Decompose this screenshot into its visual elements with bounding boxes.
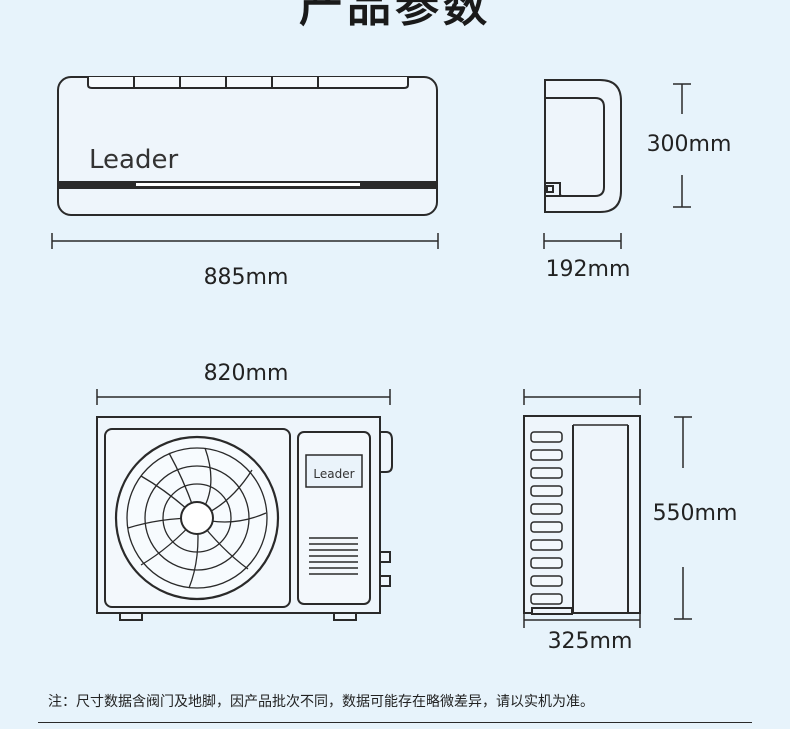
outdoor-depth-dimension [523,389,641,405]
page-title: 产品参数 [299,0,491,32]
footnote: 注：尺寸数据含阀门及地脚，因产品批次不同，数据可能存在略微差异，请以实机为准。 [48,694,594,710]
outdoor-width-label: 820mm [204,361,289,386]
outdoor-height-label: 550mm [653,501,738,526]
indoor-height-label: 300mm [647,132,732,157]
outdoor-height-dimension [674,416,692,620]
indoor-height-dimension [673,83,691,208]
indoor-unit-side [544,79,622,213]
side-louvers [530,431,563,605]
vent-grille [309,537,358,575]
indoor-unit-front [57,76,438,216]
outdoor-brand-logo: Leader [313,467,354,481]
indoor-depth-label: 192mm [546,257,631,282]
outdoor-depth-label: 325mm [548,629,633,654]
outdoor-depth-bottom-dimension [523,612,641,628]
fan-icon [114,435,280,601]
indoor-width-label: 885mm [204,265,289,290]
outdoor-width-dimension [96,389,391,405]
indoor-brand-logo: Leader [89,145,178,175]
indoor-depth-dimension [543,233,622,249]
indoor-width-dimension [51,233,439,249]
footer-divider [38,722,752,723]
